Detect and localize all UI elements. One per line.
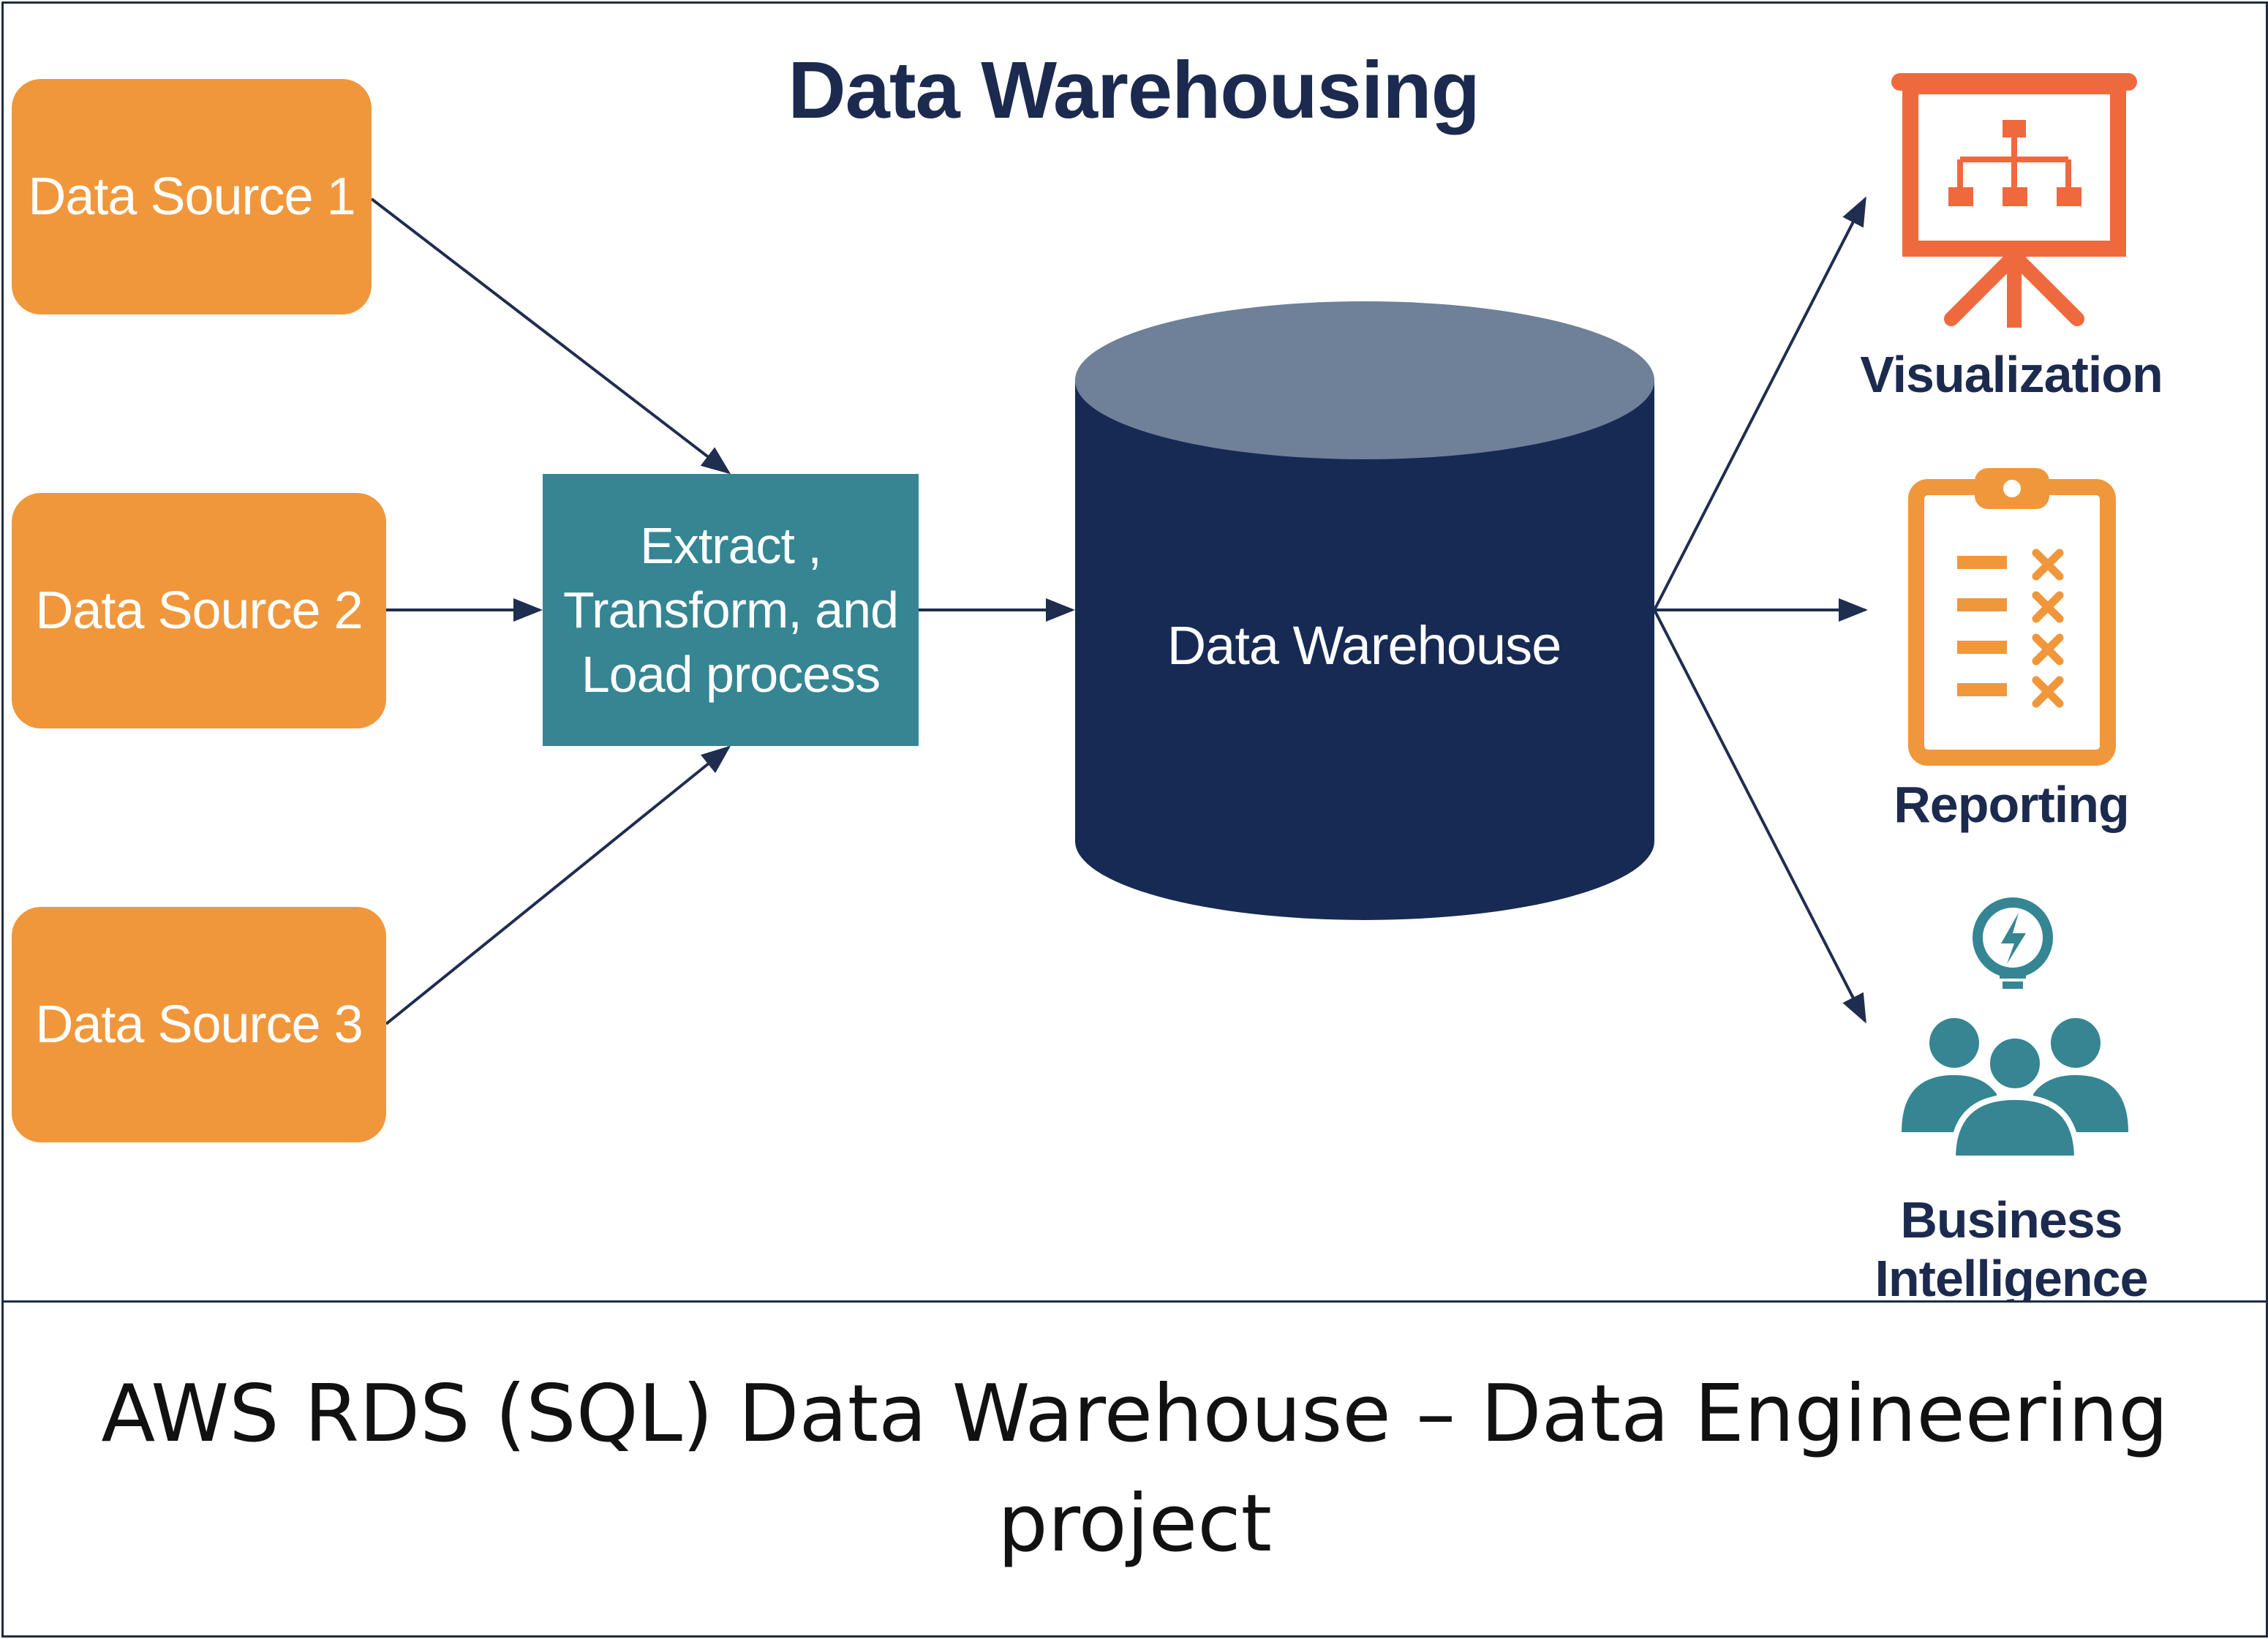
visualization-label: Visualization	[1860, 346, 2163, 403]
etl-line-3: Load process	[581, 646, 881, 703]
caption-panel: AWS RDS (SQL) Data Warehouse – Data Engi…	[1, 1300, 2268, 1638]
data-source-1-label: Data Source 1	[28, 167, 355, 226]
data-source-3-box: Data Source 3	[12, 907, 386, 1142]
etl-line-1: Extract ,	[640, 517, 822, 574]
caption-text: AWS RDS (SQL) Data Warehouse – Data Engi…	[75, 1360, 2196, 1579]
business-intelligence-label: Business Intelligence	[1875, 1191, 2148, 1307]
reporting-label: Reporting	[1894, 776, 2130, 833]
warehouse-cylinder	[1075, 301, 1654, 920]
caption-line-2: project	[998, 1477, 1272, 1570]
etl-line-2: Transform, and	[562, 581, 899, 638]
etl-process-box: Extract , Transform, and Load process	[543, 474, 919, 746]
diagram-graphics	[370, 73, 2137, 1161]
data-source-2-box: Data Source 2	[12, 493, 386, 728]
team-idea-icon	[1902, 897, 2128, 1161]
warehouse-label: Data Warehouse	[1167, 615, 1562, 676]
arrow-warehouse-to-bi	[1653, 609, 1866, 1024]
presentation-board-icon	[1891, 73, 2137, 328]
data-source-1-box: Data Source 1	[12, 79, 372, 314]
data-source-2-label: Data Source 2	[35, 581, 363, 640]
arrow-source3-to-etl	[385, 745, 731, 1025]
caption-line-1: AWS RDS (SQL) Data Warehouse – Data Engi…	[101, 1368, 2169, 1460]
arrow-source1-to-etl	[370, 197, 731, 475]
data-source-3-label: Data Source 3	[35, 995, 363, 1054]
diagram-title: Data Warehousing	[788, 45, 1480, 135]
clipboard-checklist-icon	[1908, 468, 2116, 766]
arrow-warehouse-to-visualization	[1653, 196, 1866, 611]
